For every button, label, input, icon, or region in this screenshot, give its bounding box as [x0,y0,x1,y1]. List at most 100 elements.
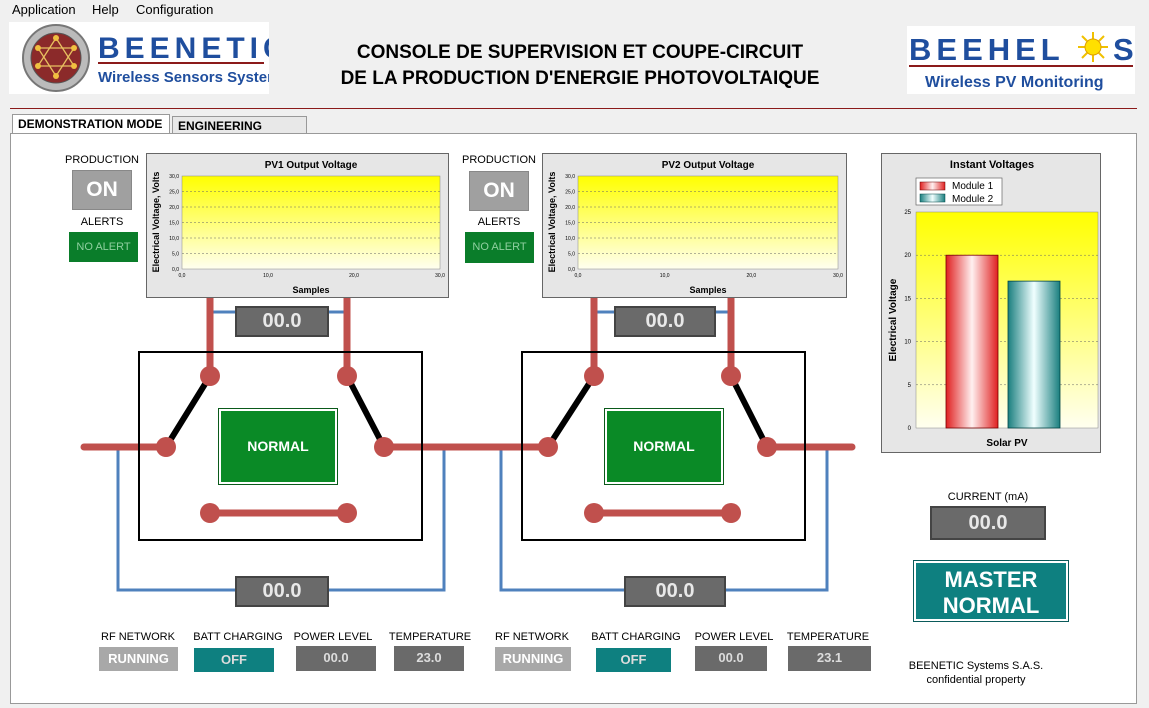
pv1-batt-charging-value: OFF [194,648,274,672]
beehelios-logo-tagline: Wireless PV Monitoring [925,74,1104,91]
instant-voltages-title: Instant Voltages [950,159,1034,171]
menu-help[interactable]: Help [92,2,119,17]
current-readout: 00.0 [930,506,1046,540]
pv2-temperature-label: TEMPERATURE [786,631,870,643]
pv1-chart-title: PV1 Output Voltage [265,160,358,171]
title-line-2: DE LA PRODUCTION D'ENERGIE PHOTOVOLTAIQU… [340,68,820,89]
footer-confidential: confidential property [926,674,1026,686]
pv1-alerts-label: ALERTS [80,216,124,228]
pv2-batt-charging-label: BATT CHARGING [591,631,681,643]
legend-label-module-1: Module 1 [952,181,994,192]
tab-demonstration-mode[interactable]: DEMONSTRATION MODE [12,114,170,134]
pv1-y-tick-label: 0,0 [172,267,179,273]
pv1-temperature-value: 23.0 [394,646,464,671]
pv2-y-tick-label: 10,0 [565,236,575,242]
pv2-rf-network-value: RUNNING [495,647,571,671]
menu-application[interactable]: Application [12,2,76,17]
pv1-x-tick-label: 30,0 [435,273,445,279]
beenetic-logo-graphic: BEENETIC Wireless Sensors Systems [22,24,289,92]
pv1-top-readout: 00.0 [235,306,329,337]
beenetic-logo: BEENETIC Wireless Sensors Systems [9,22,289,94]
header-separator [10,108,1137,109]
pv2-voltage-chart: PV2 Output Voltage 0,0 5,0 10,0 15,0 20,0 25,… [542,153,847,298]
pv1-power-level-value: 00.0 [296,646,376,671]
legend-swatch-module-1 [919,181,946,191]
pv2-y-tick-label: 25,0 [565,190,575,196]
pv2-alerts-label: ALERTS [477,216,521,228]
pv2-chart-title: PV2 Output Voltage [662,160,755,171]
legend-swatch-module-2 [919,193,946,203]
beehelios-logo-name-b: S [1113,32,1134,67]
pv2-production-button[interactable]: ON [469,171,529,211]
bar-module-1 [945,254,999,429]
pv1-y-tick-label: 10,0 [169,236,179,242]
pv2-power-level-value: 00.0 [695,646,767,671]
menu-bar: Application Help Configuration [0,0,1149,20]
instant-voltages-xlabel: Solar PV [986,438,1027,449]
beenetic-logo-name: BEENETIC [98,32,269,65]
beehelios-logo-graphic: BEEHEL S Wireless PV Monitoring [909,32,1134,91]
pv1-bottom-readout: 00.0 [235,576,329,607]
instant-voltages-y-tick-label: 10 [904,340,911,346]
pv2-switch-frame [521,351,806,541]
pv1-y-tick-label: 15,0 [169,221,179,227]
pv2-x-tick-label: 0,0 [575,273,582,279]
footer-company: BEENETIC Systems S.A.S. [908,660,1044,672]
pv1-switch-frame [138,351,423,541]
pv2-bottom-readout: 00.0 [624,576,726,607]
pv2-rf-network-label: RF NETWORK [495,631,569,643]
pv2-x-tick-label: 10,0 [660,273,670,279]
beenetic-logo-tagline: Wireless Sensors Systems [98,69,269,86]
pv1-x-tick-label: 20,0 [349,273,359,279]
pv2-temperature-value: 23.1 [788,646,871,671]
sun-icon [1078,32,1108,62]
pv1-chart-ylabel: Electrical Voltage, Volts [151,172,161,273]
pv2-y-tick-label: 5,0 [568,252,575,258]
pv2-alerts-status: NO ALERT [465,232,534,263]
instant-voltages-chart: Instant Voltages 0 5 10 15 20 25 Module 1 Mod… [881,153,1101,453]
pv2-x-tick-label: 20,0 [746,273,756,279]
menu-configuration[interactable]: Configuration [136,2,214,17]
pv2-x-tick-label: 30,0 [833,273,843,279]
pv1-production-button[interactable]: ON [72,170,132,210]
pv1-rf-network-value: RUNNING [99,647,178,671]
pv2-y-tick-label: 20,0 [565,205,575,211]
pv1-x-tick-label: 10,0 [263,273,273,279]
bar-module-2 [1007,280,1061,429]
pv2-top-readout: 00.0 [614,306,716,337]
pv1-y-tick-label: 5,0 [172,252,179,258]
pv1-y-tick-label: 20,0 [169,205,179,211]
pv1-y-tick-label: 25,0 [169,190,179,196]
title-line-1: CONSOLE DE SUPERVISION ET COUPE-CIRCUIT [356,42,804,63]
current-label: CURRENT (mA) [947,491,1029,503]
instant-voltages-y-tick-label: 25 [904,210,911,216]
pv2-chart-ylabel: Electrical Voltage, Volts [547,172,557,273]
pv2-production-label: PRODUCTION [462,154,536,166]
legend-label-module-2: Module 2 [952,194,994,205]
instant-voltages-y-tick-label: 0 [908,426,912,432]
pv1-switch-state[interactable]: NORMAL [218,408,338,485]
pv2-power-level-label: POWER LEVEL [694,631,774,643]
instant-voltages-y-tick-label: 15 [904,296,911,302]
pv2-switch-state[interactable]: NORMAL [604,408,724,485]
pv1-alerts-status: NO ALERT [69,232,138,262]
instant-voltages-y-tick-label: 20 [904,253,911,259]
pv1-rf-network-label: RF NETWORK [101,631,175,643]
pv2-y-tick-label: 15,0 [565,221,575,227]
master-line-1: MASTER [944,567,1038,592]
instant-voltages-ylabel: Electrical Voltage [888,278,899,361]
pv1-batt-charging-label: BATT CHARGING [193,631,283,643]
pv2-y-tick-label: 30,0 [565,174,575,180]
pv1-power-level-label: POWER LEVEL [293,631,373,643]
beehelios-logo: BEEHEL S Wireless PV Monitoring [907,26,1135,94]
pv2-batt-charging-value: OFF [596,648,671,672]
instant-voltages-y-tick-label: 5 [908,383,912,389]
beehelios-logo-name-a: BEEHEL [909,32,1065,67]
pv1-x-tick-label: 0,0 [179,273,186,279]
master-status-button[interactable]: MASTER NORMAL [913,560,1069,622]
pv1-voltage-chart: PV1 Output Voltage 0,0 5,0 10,0 15,0 20,0 25,… [146,153,449,298]
pv2-chart-xlabel: Samples [689,285,726,295]
instant-voltages-legend: Module 1 Module 2 [915,177,1003,206]
master-line-2: NORMAL [942,593,1040,618]
